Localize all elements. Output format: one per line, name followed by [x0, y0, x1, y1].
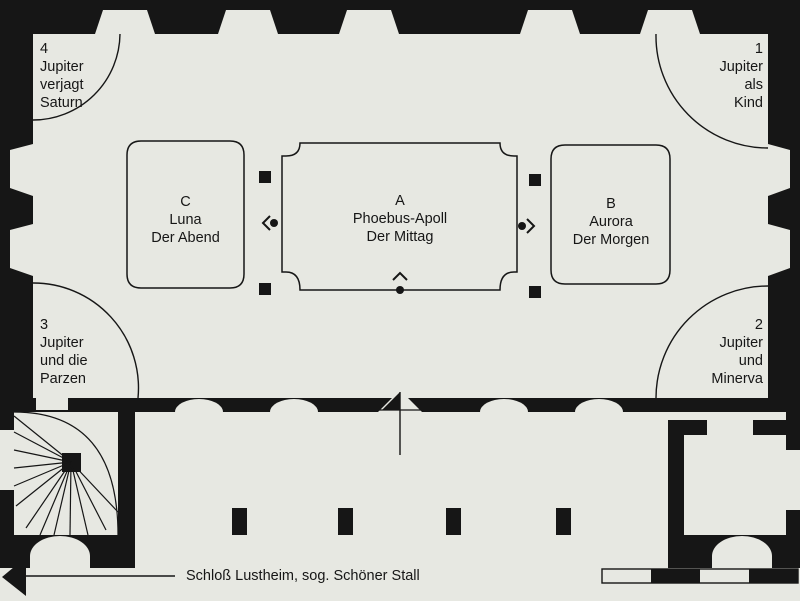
- corner-label-2: 2 Jupiter und Minerva: [711, 317, 763, 387]
- right-room-top-wall-a: [668, 420, 708, 435]
- corner-number: 2: [754, 317, 763, 333]
- scale-bar: [601, 568, 799, 584]
- direction-arrow-icon: [2, 557, 26, 596]
- gallery-pier: [232, 508, 247, 535]
- gallery-pier: [556, 508, 571, 535]
- lower-openings: [0, 398, 800, 568]
- panel-b-label: B Aurora Der Morgen: [572, 196, 650, 248]
- top-window-niches: [95, 10, 700, 34]
- side-window-niches: [10, 144, 790, 276]
- corner-label-1: 1 Jupiter als Kind: [719, 41, 763, 111]
- corner-label-4: 4 Jupiter verjagt Saturn: [40, 41, 84, 111]
- corner-number: 4: [40, 41, 49, 57]
- wall-niches: [30, 399, 772, 556]
- panel-c-label: C Luna Der Abend: [151, 194, 220, 246]
- corner-number: 3: [40, 317, 49, 333]
- gallery-pier: [446, 508, 461, 535]
- ceiling-panels: [126, 140, 671, 291]
- square-markers: [259, 171, 541, 298]
- viewpoint-markers: [261, 215, 536, 294]
- panel-b-frame: [550, 144, 671, 285]
- left-wall: [0, 0, 33, 410]
- right-room-left-wall: [668, 420, 684, 568]
- corner-label-3: 3 Jupiter und die Parzen: [40, 317, 88, 387]
- right-wall: [768, 0, 800, 410]
- panel-a-label: A Phoebus-Apoll Der Mittag: [352, 193, 448, 245]
- spiral-stairs: [13, 411, 119, 536]
- right-room-top-wall-b: [752, 420, 800, 435]
- panel-a-frame: [281, 142, 518, 291]
- panel-c-frame: [126, 140, 245, 289]
- stair-room-right-wall: [118, 405, 135, 568]
- corner-fields: [32, 33, 769, 399]
- corner-number: 1: [754, 41, 763, 57]
- plan-caption: Schloß Lustheim, sog. Schöner Stall: [186, 568, 420, 584]
- gallery-pier: [338, 508, 353, 535]
